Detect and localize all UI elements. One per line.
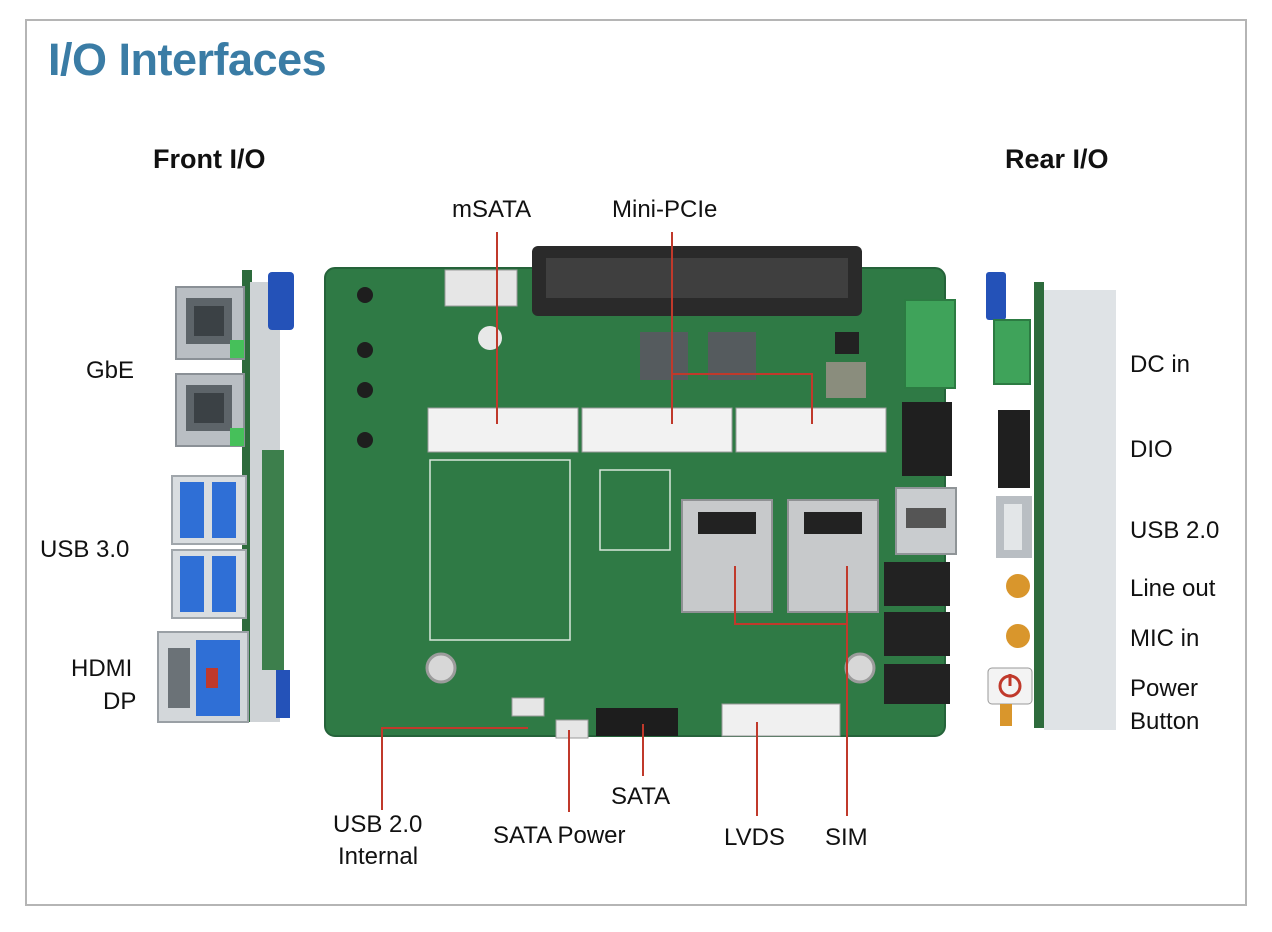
label-dio: DIO — [1130, 436, 1173, 463]
page-title: I/O Interfaces — [48, 34, 327, 85]
label-dc-in: DC in — [1130, 351, 1191, 378]
label-gbe: GbE — [86, 357, 135, 384]
main-board — [324, 246, 957, 739]
label-usb-2-internal-line2: Internal — [338, 843, 419, 870]
label-sata-power: SATA Power — [493, 822, 626, 849]
label-line-out: Line out — [1130, 575, 1216, 602]
label-usb-3: USB 3.0 — [40, 536, 130, 563]
label-power: Power — [1130, 675, 1199, 702]
label-usb-2-internal-line1: USB 2.0 — [333, 811, 423, 838]
rear-io-panel — [986, 272, 1116, 730]
label-dp: DP — [103, 688, 137, 715]
label-mic-in: MIC in — [1130, 625, 1200, 652]
rear-io-heading: Rear I/O — [1005, 144, 1109, 174]
front-io-panel — [157, 270, 294, 723]
label-sata: SATA — [611, 783, 671, 810]
label-sim: SIM — [825, 824, 868, 851]
label-msata: mSATA — [452, 196, 532, 223]
label-mini-pcie: Mini-PCIe — [612, 196, 718, 223]
label-button: Button — [1130, 708, 1200, 735]
label-lvds: LVDS — [724, 824, 785, 851]
label-usb-2: USB 2.0 — [1130, 517, 1220, 544]
front-io-heading: Front I/O — [153, 144, 266, 174]
label-hdmi: HDMI — [71, 655, 133, 682]
